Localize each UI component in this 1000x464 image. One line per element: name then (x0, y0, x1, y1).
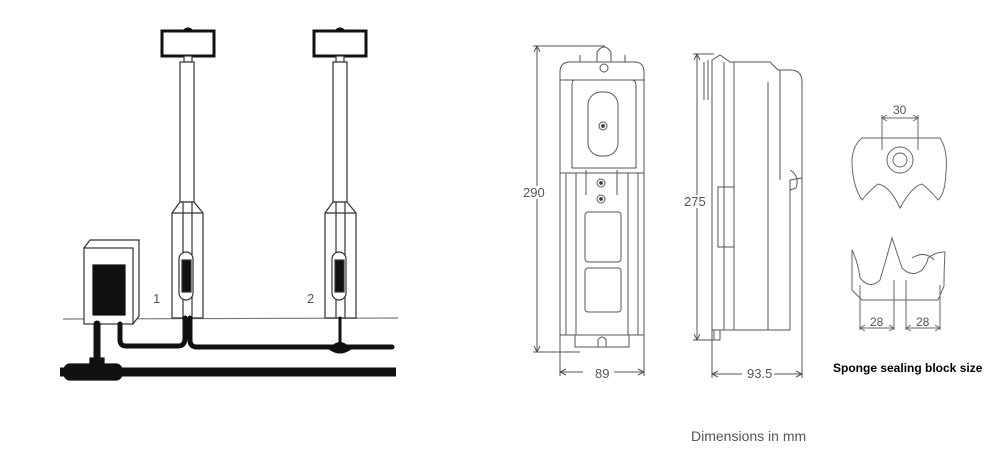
side-view-drawing (693, 52, 804, 378)
front-height-label: 290 (523, 185, 545, 200)
front-width-label: 89 (595, 366, 610, 381)
cables (60, 315, 396, 381)
side-width-label: 93.5 (747, 366, 773, 381)
lamp-head-2 (312, 27, 368, 63)
pole-label-2: 2 (307, 291, 315, 306)
sponge-caption: Sponge sealing block size (833, 361, 983, 375)
pole-1 (171, 61, 204, 319)
units-caption: Dimensions in mm (691, 428, 807, 444)
sponge-block-drawing (851, 114, 947, 332)
sponge-top-dimension: 30 (893, 103, 907, 117)
installation-diagram (60, 27, 399, 381)
side-height-label: 275 (684, 194, 706, 209)
distribution-box (83, 239, 140, 326)
pole-2 (324, 61, 357, 319)
front-view-drawing (533, 44, 646, 376)
sponge-left-dimension: 28 (870, 315, 884, 329)
pole-label-1: 1 (153, 291, 161, 306)
lamp-head-1 (160, 27, 216, 63)
sponge-right-dimension: 28 (916, 315, 930, 329)
